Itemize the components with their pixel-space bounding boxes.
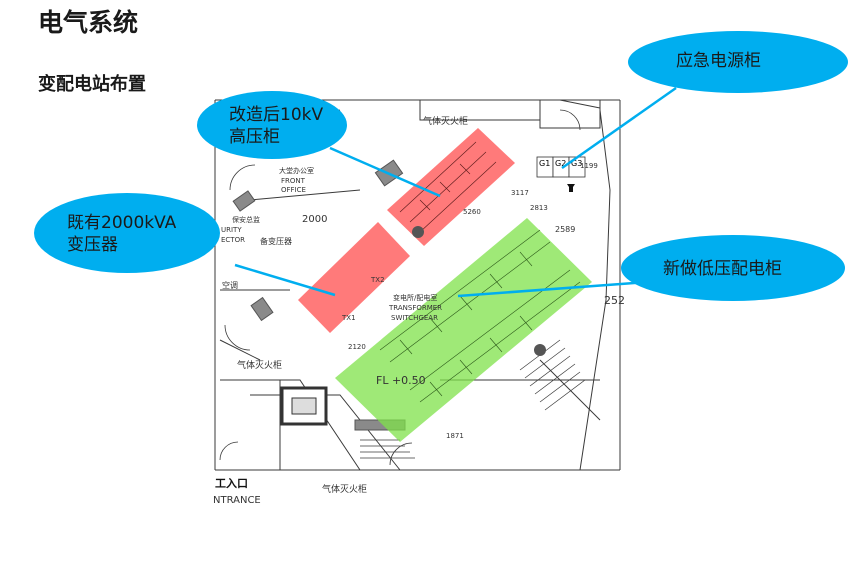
security2-label: URITY xyxy=(221,226,242,234)
emergency-callout-text: 应急电源柜 xyxy=(676,51,761,71)
lv-callout-text: 新做低压配电柜 xyxy=(663,259,782,279)
dim-252: 252 xyxy=(604,294,625,307)
office-en1-label: FRONT xyxy=(281,177,306,185)
transformer-callout-bubble xyxy=(34,193,220,273)
security3-label: ECTOR xyxy=(221,236,245,244)
plan-doors xyxy=(219,109,581,466)
fire-cabinet-left-label: 气体灭火柜 xyxy=(237,359,282,371)
dim-3117: 3117 xyxy=(511,189,529,197)
fl-level-label: FL +0.50 xyxy=(376,374,426,387)
plan-columns xyxy=(232,159,406,431)
dim-1871: 1871 xyxy=(446,432,464,440)
security1-label: 保安总监 xyxy=(232,215,260,224)
lv-callout-bubble xyxy=(621,235,845,301)
emergency-callout-bubble xyxy=(628,31,848,93)
hv-callout-line1: 改造后10kV xyxy=(229,105,324,125)
dim-2000: 2000 xyxy=(302,214,327,225)
dim-2589: 2589 xyxy=(555,225,575,234)
column-marker xyxy=(412,226,424,238)
hv-cabinet-zone xyxy=(387,128,515,246)
hv-callout-line2: 高压柜 xyxy=(229,127,280,147)
room-name-cn: 变电所/配电室 xyxy=(393,293,437,302)
transformer-callout-line1: 既有2000kVA xyxy=(67,213,177,233)
transformer-room-label: 备变压器 xyxy=(260,236,292,246)
aircon-label: 空调 xyxy=(222,280,238,290)
emergency-cabinets xyxy=(536,156,586,178)
entrance-cn-label: 工入口 xyxy=(215,477,248,490)
tx2-label: TX2 xyxy=(370,276,385,284)
fire-cabinet-top-label: 气体灭火柜 xyxy=(423,115,468,127)
office-en2-label: OFFICE xyxy=(281,186,306,194)
dim-5260: 5260 xyxy=(463,208,481,216)
transformer-callout-line2: 变压器 xyxy=(67,235,118,255)
callout-pointers xyxy=(234,86,677,298)
tx1-label: TX1 xyxy=(341,314,356,322)
page-subtitle: 变配电站布置 xyxy=(38,74,146,95)
gen2-label: G2 xyxy=(555,159,566,168)
gen1-label: G1 xyxy=(539,159,550,168)
dim-2813: 2813 xyxy=(530,204,548,212)
hv-cabinet-grid xyxy=(399,141,497,233)
dim-2120: 2120 xyxy=(348,343,366,351)
gen3-label: G3 xyxy=(571,159,582,168)
room-name-en2: SWITCHGEAR xyxy=(391,314,438,322)
column-marker xyxy=(534,344,546,356)
transformer-zone xyxy=(298,222,410,333)
dim-1199: 1199 xyxy=(580,162,598,170)
office-cn-label: 大堂办公室 xyxy=(279,166,314,175)
fire-cabinet-bottom-label: 气体灭火柜 xyxy=(322,483,367,495)
page-title: 电气系统 xyxy=(38,8,139,37)
entrance-en-label: NTRANCE xyxy=(213,495,261,506)
plan-stairs xyxy=(360,339,586,459)
lv-cabinet-zone xyxy=(335,218,592,442)
hv-callout-bubble xyxy=(197,91,347,159)
room-name-en1: TRANSFORMER xyxy=(388,304,442,312)
